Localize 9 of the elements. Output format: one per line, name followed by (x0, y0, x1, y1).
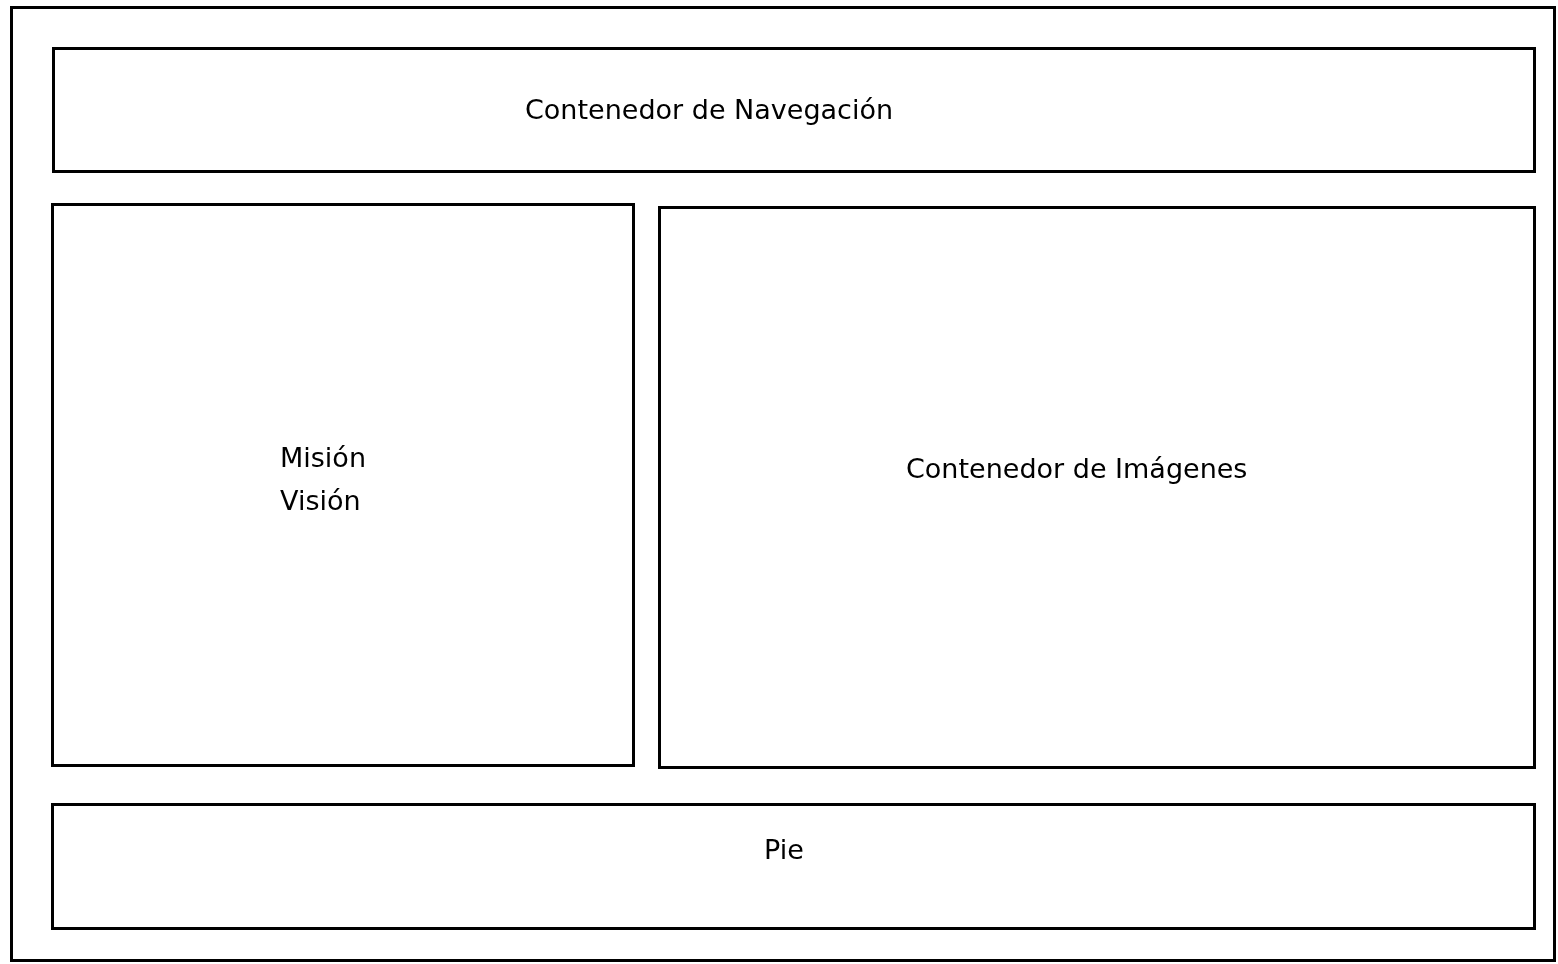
layout-section-box (51, 803, 1536, 930)
page-frame (10, 6, 1556, 962)
layout-section-box (658, 206, 1536, 769)
layout-section-box (52, 47, 1536, 173)
layout-section-box (51, 203, 635, 767)
section-label: Pie (764, 833, 804, 867)
section-label: Misión Visión (280, 441, 366, 519)
section-label: Contenedor de Imágenes (906, 452, 1248, 486)
section-label: Contenedor de Navegación (525, 93, 894, 127)
